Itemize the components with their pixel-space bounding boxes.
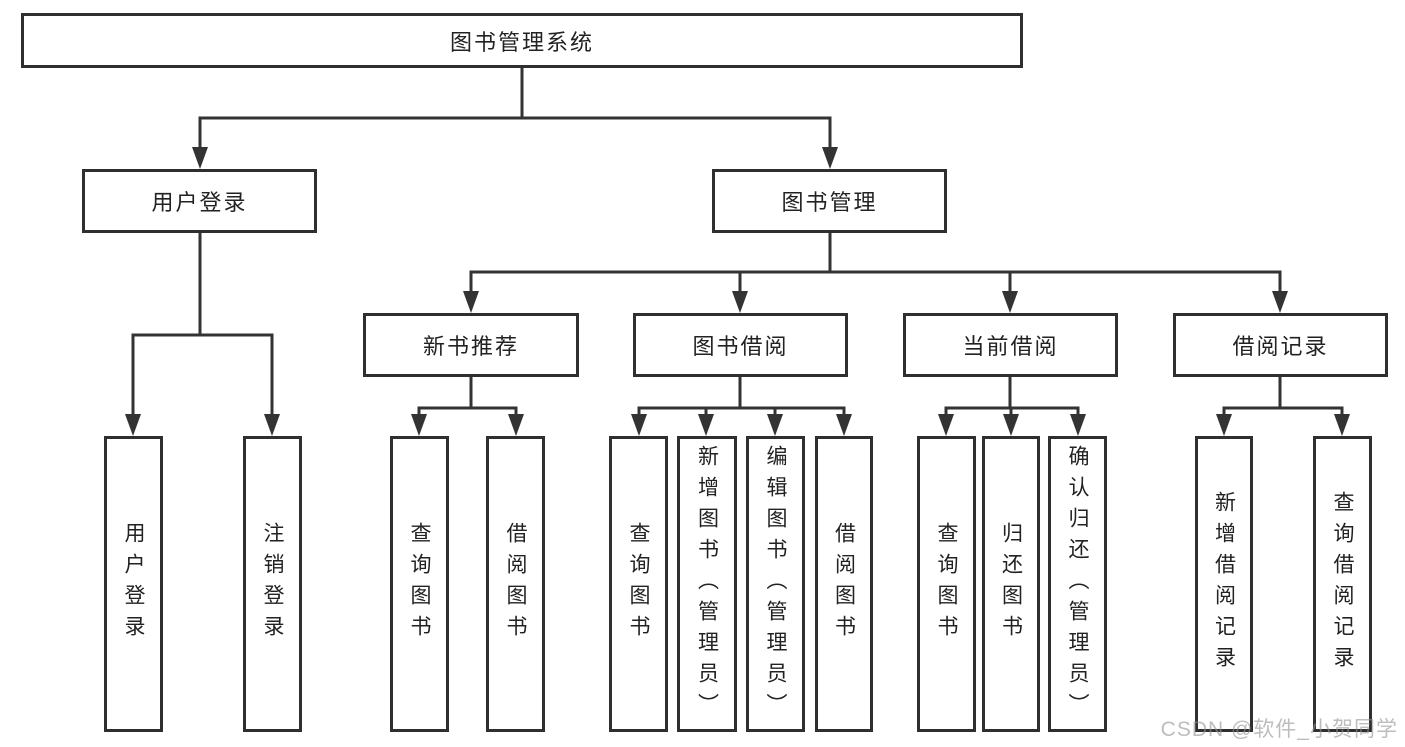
leaf-borrow-books: 借阅图书 — [815, 436, 873, 732]
node-user-login: 用户登录 — [82, 169, 317, 233]
node-book-management: 图书管理 — [712, 169, 947, 233]
connector-book-management-children — [463, 233, 1288, 313]
connector-book-borrow-children — [631, 377, 852, 436]
arrowhead-down — [1002, 291, 1018, 313]
arrowhead-down — [1003, 414, 1019, 436]
leaf-confirm-return-admin: 确认归还（管理员） — [1048, 436, 1107, 732]
arrowhead-down — [732, 291, 748, 313]
arrowhead-down — [508, 414, 524, 436]
connector-new-book-recommend-children — [411, 377, 524, 436]
arrowhead-down — [698, 414, 714, 436]
leaf-query-books-borrow: 查询图书 — [609, 436, 668, 732]
arrowhead-down — [767, 414, 783, 436]
leaf-query-books-recommend: 查询图书 — [390, 436, 449, 732]
arrowhead-down — [938, 414, 954, 436]
node-current-borrow: 当前借阅 — [903, 313, 1118, 377]
node-root-library-management-system: 图书管理系统 — [21, 13, 1023, 68]
arrowhead-down — [125, 414, 141, 436]
connector-user-login-children — [125, 233, 280, 436]
leaf-add-books-admin: 新增图书（管理员） — [677, 436, 737, 732]
leaf-edit-books-admin: 编辑图书（管理员） — [746, 436, 805, 732]
arrowhead-down — [463, 291, 479, 313]
arrowhead-down — [1334, 414, 1350, 436]
arrowhead-down — [1272, 291, 1288, 313]
arrowhead-down — [1216, 414, 1232, 436]
leaf-return-books: 归还图书 — [982, 436, 1040, 732]
arrowhead-down — [411, 414, 427, 436]
leaf-query-books-current: 查询图书 — [917, 436, 976, 732]
node-new-book-recommend: 新书推荐 — [363, 313, 579, 377]
node-borrow-record: 借阅记录 — [1173, 313, 1388, 377]
connector-root-to-level2 — [192, 68, 838, 169]
node-book-borrow: 图书借阅 — [633, 313, 848, 377]
csdn-watermark: CSDN @软件_小贺同学 — [1160, 718, 1398, 741]
connector-current-borrow-children — [938, 377, 1086, 436]
leaf-query-borrow-record: 查询借阅记录 — [1313, 436, 1372, 732]
leaf-add-borrow-record: 新增借阅记录 — [1195, 436, 1253, 732]
leaf-user-login: 用户登录 — [104, 436, 163, 732]
arrowhead-down — [1070, 414, 1086, 436]
arrowhead-down — [631, 414, 647, 436]
arrowhead-down — [192, 147, 208, 169]
arrowhead-down — [836, 414, 852, 436]
leaf-borrow-books-recommend: 借阅图书 — [486, 436, 545, 732]
leaf-logout: 注销登录 — [243, 436, 302, 732]
arrowhead-down — [264, 414, 280, 436]
arrowhead-down — [822, 147, 838, 169]
connector-borrow-record-children — [1216, 377, 1350, 436]
